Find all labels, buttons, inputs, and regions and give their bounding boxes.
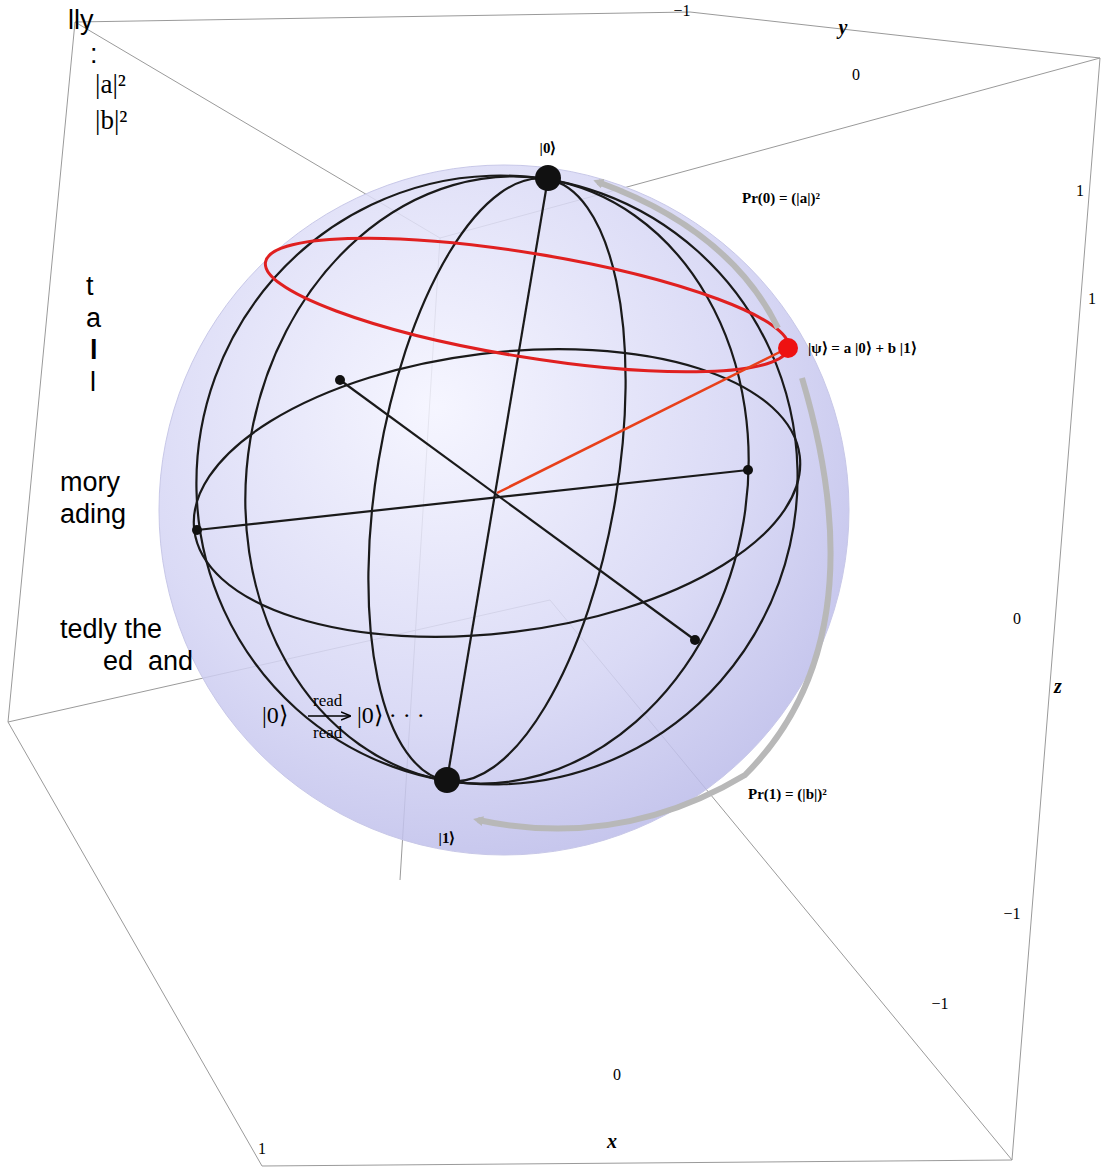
axis-dots <box>192 165 753 793</box>
slide-text: l <box>90 336 98 366</box>
state-vector <box>497 348 788 493</box>
slide-math: |0⟩ · · · <box>357 702 425 728</box>
slide-text: l <box>90 368 96 398</box>
slide-text: ading <box>60 500 126 530</box>
tick-label: −1 <box>931 995 948 1013</box>
slide-text: t <box>86 272 94 302</box>
slide-math: read <box>313 724 342 743</box>
tick-label: 0 <box>1013 610 1021 628</box>
state-label: |ψ⟩ = a |0⟩ + b |1⟩ <box>808 340 917 357</box>
probability-label: Pr(1) = (|b|)² <box>748 786 827 803</box>
read-arrow <box>308 715 350 717</box>
state-label: |1⟩ <box>439 830 456 847</box>
slide-text: : <box>90 40 98 70</box>
latitude-circle <box>257 211 797 399</box>
tick-label: −1 <box>673 2 690 20</box>
axis-label: z <box>1054 675 1062 697</box>
probability-label: Pr(0) = (|a|)² <box>742 190 820 207</box>
state-label: |0⟩ <box>540 140 557 157</box>
tick-label: 1 <box>258 1140 266 1158</box>
tick-label: 1 <box>1088 290 1096 308</box>
tick-label: 0 <box>613 1066 621 1084</box>
slide-text: tedly the <box>60 615 162 645</box>
tick-label: 0 <box>852 66 860 84</box>
slide-text: ed and <box>103 647 193 677</box>
state-point <box>778 338 798 358</box>
slide-text: lly <box>68 6 94 36</box>
tick-label: 1 <box>1076 182 1084 200</box>
probability-arc <box>478 378 831 829</box>
slide-math: |0⟩ <box>262 702 288 728</box>
slide-text: a <box>86 304 101 334</box>
slide-math: read <box>313 692 342 711</box>
slide-math: |b|² <box>95 106 127 136</box>
sphere-grid <box>111 91 883 869</box>
axis-label: y <box>839 16 848 38</box>
axis-label: x <box>607 1130 617 1152</box>
slide-math: |a|² <box>95 70 126 100</box>
tick-label: −1 <box>1003 905 1020 923</box>
slide-text: mory <box>60 468 120 498</box>
axes-box <box>8 12 1100 1166</box>
